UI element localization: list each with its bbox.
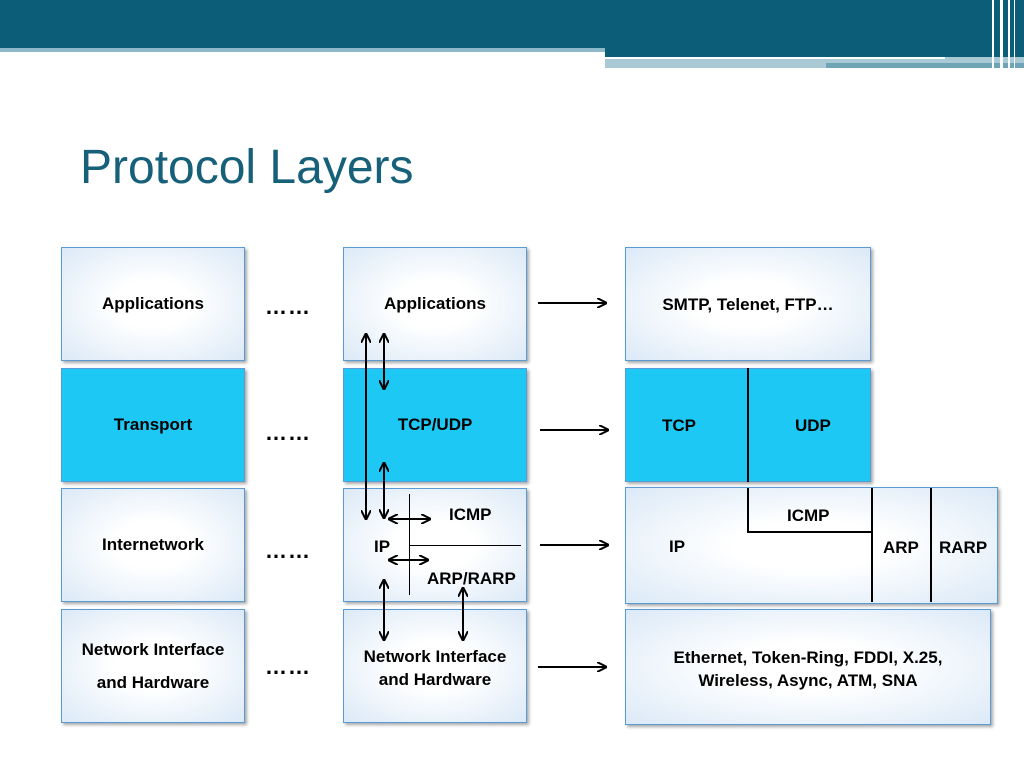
protocols-icmp-divider-horizontal: [747, 531, 873, 533]
header-vertical-line: [1014, 0, 1015, 70]
header-accent-stripe-light: [605, 57, 1024, 68]
stack-ip-label: IP: [374, 537, 391, 556]
stack-network-label-line1: Network Interface: [363, 647, 507, 666]
protocols-ip-label: IP: [669, 537, 686, 556]
header-accent-line: [605, 57, 945, 59]
header-accent-stripe-mid: [826, 63, 1024, 68]
protocols-network-label-line1: Ethernet, Token-Ring, FDDI, X.25,: [673, 648, 943, 667]
header-vertical-line: [1000, 0, 1003, 70]
ellipsis-separator: ……: [265, 654, 311, 679]
stack-network-interface: Network Interface and Hardware: [343, 609, 527, 723]
protocols-udp-label: UDP: [795, 416, 831, 435]
stack-transport-label: TCP/UDP: [397, 415, 473, 434]
slide-title: Protocol Layers: [80, 141, 414, 194]
stack-ip-divider-vertical: [409, 494, 410, 595]
layer-transport-label: Transport: [113, 415, 193, 434]
protocols-internetwork: [625, 487, 998, 604]
layer-transport: Transport: [61, 368, 245, 482]
stack-applications: Applications: [343, 247, 527, 361]
layer-applications-label: Applications: [101, 294, 204, 313]
protocols-rarp-divider: [930, 488, 932, 602]
layer-internetwork: Internetwork: [61, 488, 245, 602]
protocols-arp-divider: [871, 488, 873, 602]
ellipsis-separator: ……: [265, 538, 311, 563]
protocols-icmp-divider-vertical: [747, 488, 749, 532]
protocols-applications: SMTP, Telenet, FTP…: [625, 247, 871, 361]
layer-applications: Applications: [61, 247, 245, 361]
protocols-applications-label: SMTP, Telenet, FTP…: [662, 295, 834, 314]
stack-applications-label: Applications: [383, 294, 486, 313]
header-vertical-line: [1008, 0, 1010, 70]
layer-network-interface: Network Interface and Hardware: [61, 609, 245, 723]
protocols-tcp-udp-divider: [747, 368, 749, 482]
header-bar: [0, 0, 1024, 48]
protocols-tcp-label: TCP: [662, 416, 696, 435]
protocols-icmp-label: ICMP: [787, 506, 830, 525]
protocols-network-interface: Ethernet, Token-Ring, FDDI, X.25, Wirele…: [625, 609, 991, 725]
header-accent-left: [0, 48, 605, 52]
protocols-rarp-label: RARP: [939, 538, 988, 557]
header-vertical-line: [992, 0, 994, 70]
header-accent-stripe: [605, 48, 1024, 57]
stack-network-label-line2: and Hardware: [378, 670, 492, 689]
ellipsis-separator: ……: [265, 420, 311, 445]
stack-transport: TCP/UDP: [343, 368, 527, 482]
layer-internetwork-label: Internetwork: [101, 535, 205, 554]
layer-network-label-line2: and Hardware: [96, 673, 210, 692]
stack-ip-divider-horizontal: [409, 545, 521, 546]
stack-arp-rarp-label: ARP/RARP: [427, 569, 516, 588]
stack-icmp-label: ICMP: [449, 505, 492, 524]
protocols-network-label-line2: Wireless, Async, ATM, SNA: [698, 671, 918, 690]
layer-network-label-line1: Network Interface: [81, 640, 225, 659]
protocols-arp-label: ARP: [883, 538, 919, 557]
ellipsis-separator: ……: [265, 294, 311, 319]
